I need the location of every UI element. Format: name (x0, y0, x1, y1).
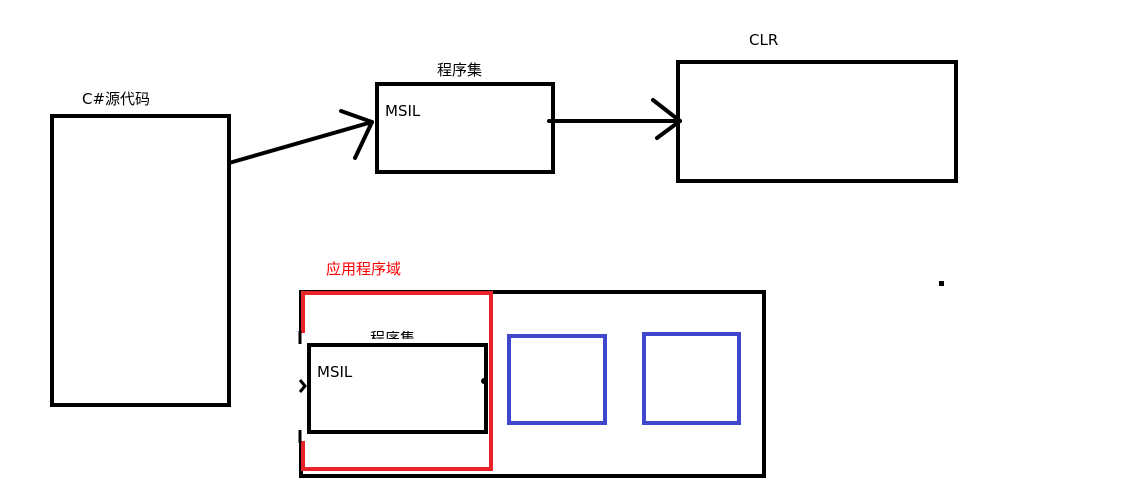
process-box (299, 290, 766, 478)
csharp-source-label: C#源代码 (82, 90, 151, 108)
assembly-bottom-label: 程序集 (370, 331, 415, 339)
blue-box-1 (507, 334, 607, 425)
app-domain-label: 应用程序域 (326, 260, 402, 278)
assembly-box-top (375, 82, 555, 174)
csharp-source-box (50, 114, 231, 407)
assembly-box-bottom (307, 343, 488, 434)
msil-bottom-label: MSIL (317, 363, 353, 381)
arrow-source-to-assembly (227, 120, 374, 165)
assembly-top-label: 程序集 (437, 61, 483, 79)
left-edge-marks (298, 331, 307, 443)
erase-patch (297, 333, 305, 441)
arrowhead-source-to-assembly (339, 109, 374, 160)
stray-dot (939, 281, 944, 286)
msil-top-label: MSIL (385, 102, 421, 120)
assembly-box-bottom-dot (481, 378, 487, 384)
app-domain-box (301, 291, 493, 471)
blue-box-2 (642, 332, 741, 425)
clr-label: CLR (749, 31, 779, 49)
clr-box (676, 60, 958, 183)
